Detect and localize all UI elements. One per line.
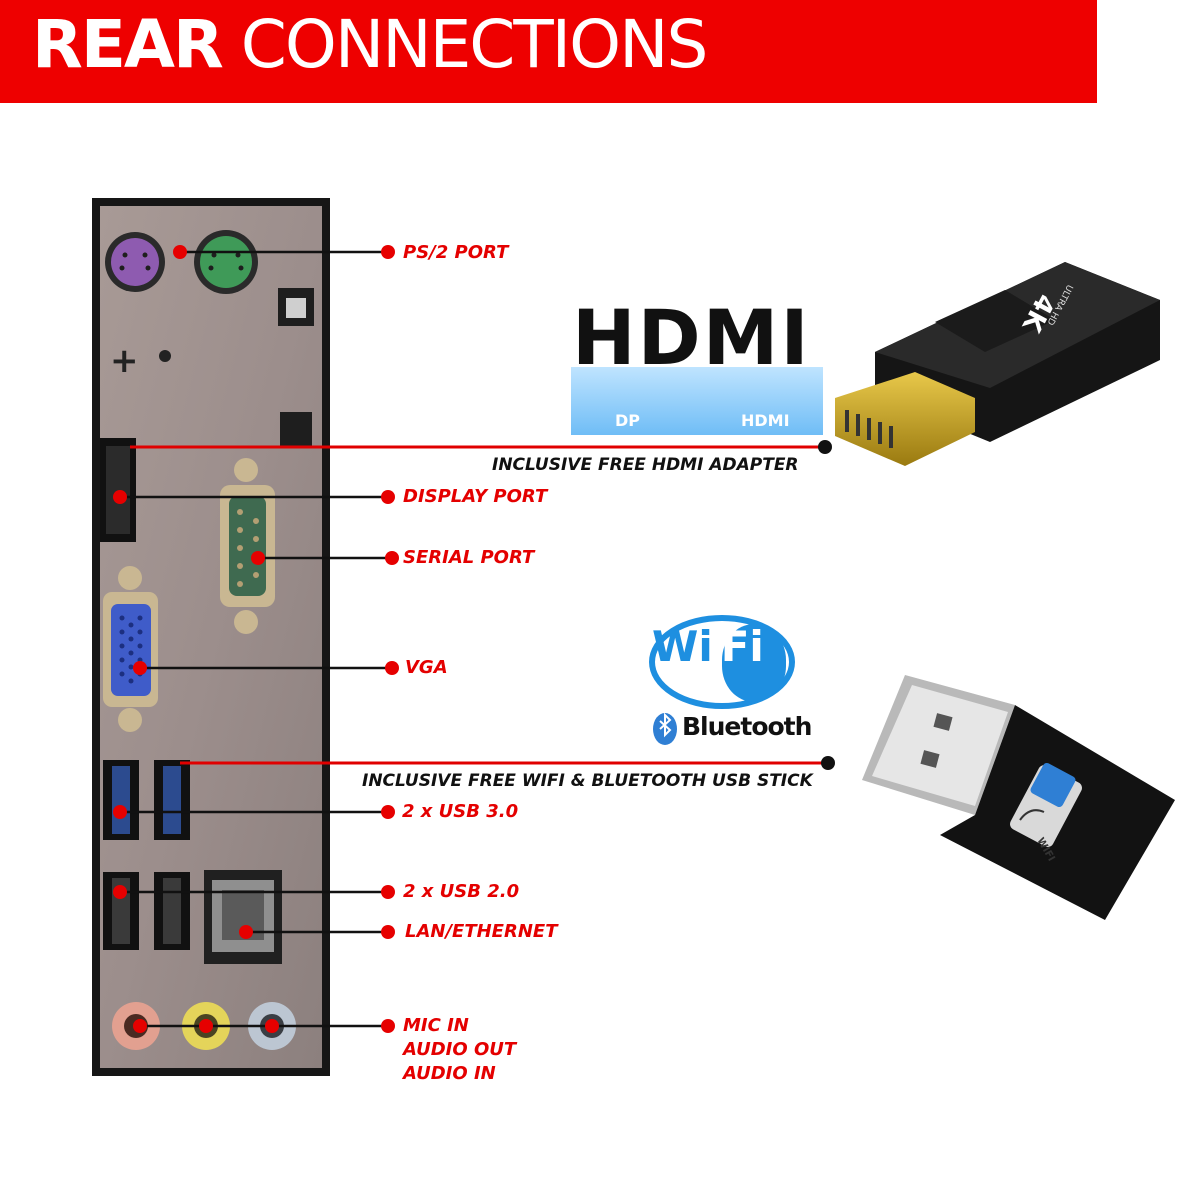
dp-label: DP [615,411,641,430]
label-lan: LAN/ETHERNET [405,921,558,942]
label-display-port: DISPLAY PORT [403,486,548,507]
dp-hdmi-panel: DP HDMI [571,367,823,435]
label-usb3: 2 x USB 3.0 [402,801,519,822]
label-audio-out: AUDIO OUT [403,1039,517,1060]
title-rest: CONNECTIONS [240,6,709,83]
wifi-usb-stick-image [862,675,1175,920]
page-title: REAR CONNECTIONS [32,6,709,83]
callout-dots [113,245,399,1033]
wifi-wi-text: Wi [652,622,713,671]
rear-io-panel: + [92,198,330,1076]
label-hdmi-adapter: INCLUSIVE FREE HDMI ADAPTER [492,455,799,475]
bluetooth-text: Bluetooth [682,712,812,741]
hdmi-small-label: HDMI [741,411,790,430]
hdmi-logo: HDMI [572,293,811,382]
label-ps2: PS/2 PORT [403,242,509,263]
label-serial-port: SERIAL PORT [403,547,535,568]
wifi-logo-icon [649,615,795,709]
svg-text:+: + [110,341,139,381]
label-vga: VGA [405,657,448,678]
wifi-fi-text: Fi [720,622,764,671]
label-usb2: 2 x USB 2.0 [403,881,520,902]
label-mic-in: MIC IN [403,1015,469,1036]
callout-lines [120,250,392,1028]
bluetooth-icon [653,712,677,745]
header-banner: REAR CONNECTIONS [0,0,1097,103]
hdmi-adapter-image [835,262,1160,466]
label-wifi-stick: INCLUSIVE FREE WIFI & BLUETOOTH USB STIC… [362,771,813,791]
title-bold: REAR [32,6,224,83]
label-audio-in: AUDIO IN [403,1063,496,1084]
